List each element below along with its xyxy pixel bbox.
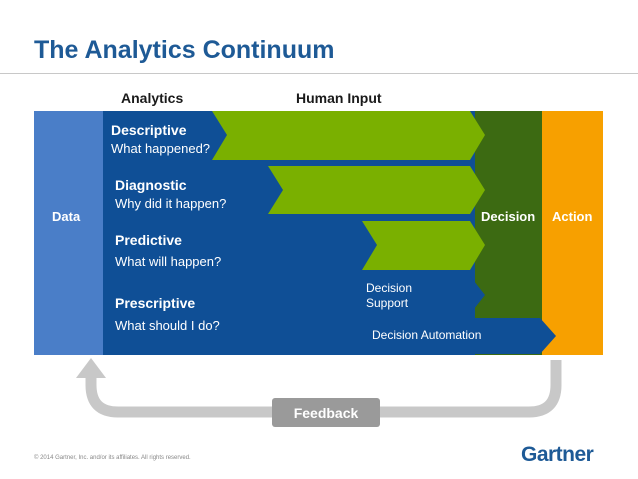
predictive-analytics-arrow [103,221,377,270]
copyright-text: © 2014 Gartner, Inc. and/or its affiliat… [34,455,191,461]
gartner-logo: Gartner [521,443,594,466]
stage-predictive-question: What will happen? [115,254,222,269]
predictive-human-arrow [362,221,485,270]
action-label: Action [552,209,593,224]
decision-support-arrow [103,276,485,314]
descriptive-analytics-arrow [103,111,227,160]
action-panel [541,111,603,355]
data-panel [34,111,108,355]
decision-panel [472,111,542,355]
title-divider [0,73,638,74]
page-title: The Analytics Continuum [34,36,335,64]
stage-predictive-name: Predictive [115,232,182,248]
stage-prescriptive-name: Prescriptive [115,295,196,311]
stage-descriptive-question: What happened? [111,141,211,156]
decision-support-line2: Support [366,296,409,310]
diagnostic-human-arrow [268,166,485,214]
stage-prescriptive-question: What should I do? [115,318,220,333]
stage-diagnostic-name: Diagnostic [115,177,187,193]
stage-descriptive-name: Descriptive [111,122,187,138]
decision-automation-arrow [103,318,556,354]
decision-support-line1: Decision [366,281,413,295]
data-label: Data [52,209,81,224]
decision-label: Decision [481,209,536,224]
diagnostic-analytics-arrow [103,166,283,214]
analytics-header: Analytics [121,90,184,106]
feedback-label: Feedback [272,398,380,427]
descriptive-human-arrow [212,111,485,160]
feedback-arrowhead [76,358,106,378]
human-input-header: Human Input [296,90,382,106]
stage-diagnostic-question: Why did it happen? [115,196,227,211]
decision-automation-label: Decision Automation [372,328,482,342]
